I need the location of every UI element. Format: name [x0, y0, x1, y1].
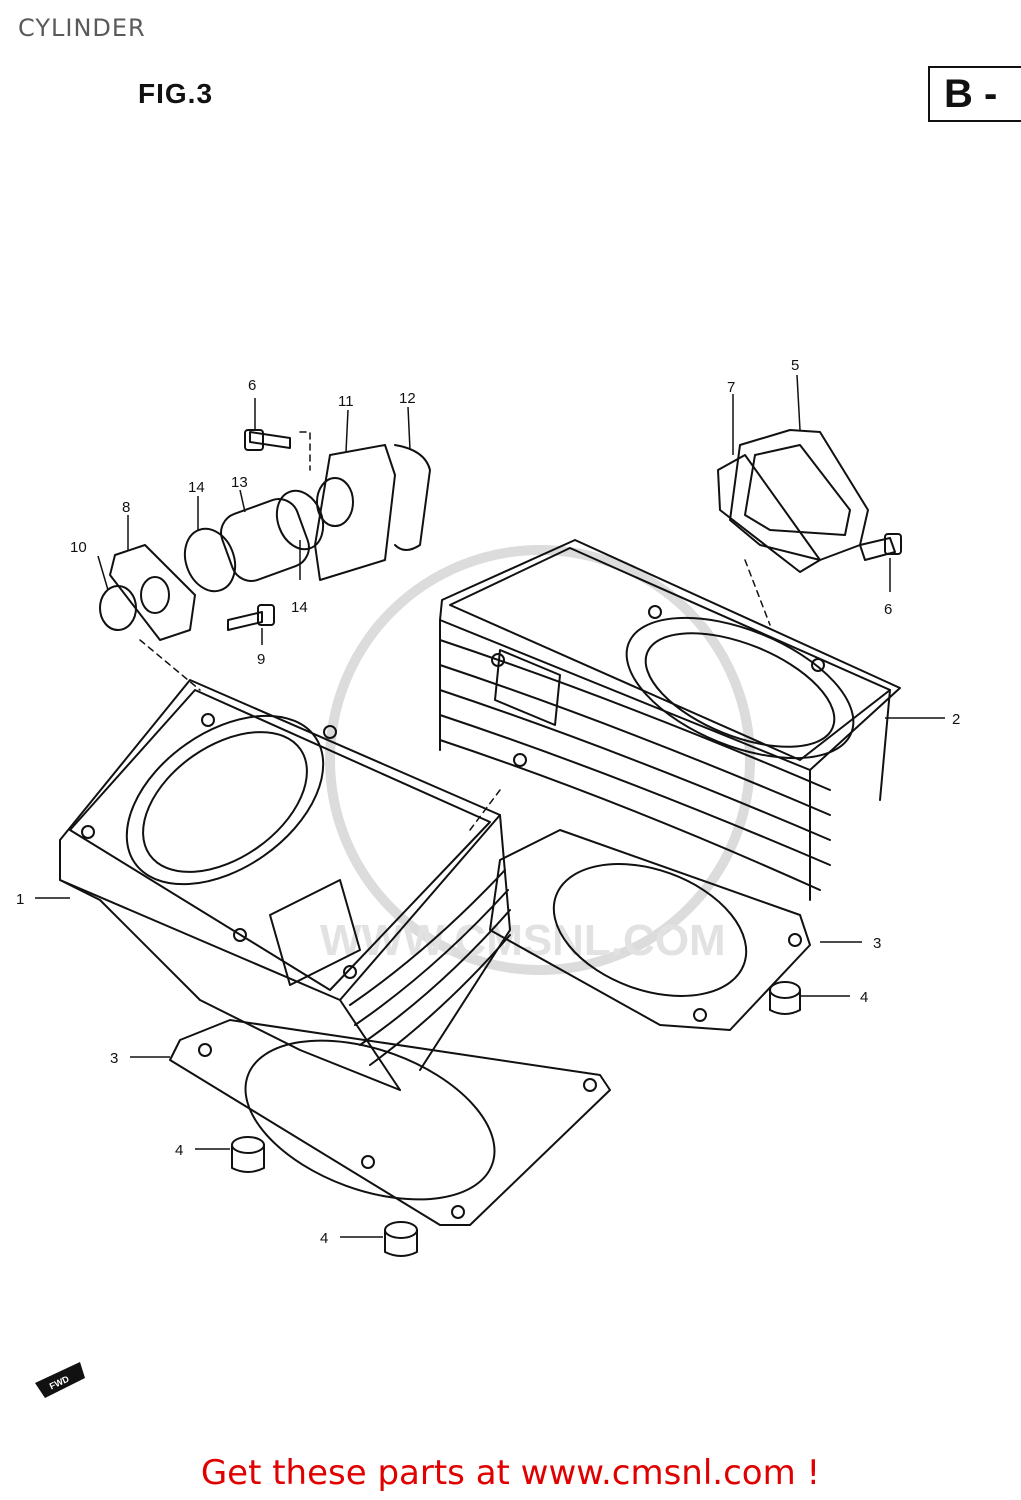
page-title: CYLINDER — [18, 14, 146, 42]
callout-label: 14 — [188, 479, 205, 496]
callout-label: 13 — [231, 474, 248, 491]
callout-label: 5 — [791, 357, 799, 374]
callout-leaders — [35, 374, 945, 1238]
section-badge: B - — [928, 66, 1021, 122]
callout-label: 11 — [338, 393, 354, 410]
assembly-lines — [139, 431, 771, 831]
callout-label: 4 — [860, 989, 868, 1006]
front-base-gasket — [169, 1019, 611, 1226]
callout-label: 12 — [399, 390, 416, 407]
fwd-arrow-icon: FWD — [35, 1362, 85, 1398]
section-badge-text: B - — [944, 72, 998, 116]
footer-link[interactable]: Get these parts at www.cmsnl.com ! — [200, 1453, 821, 1493]
callout-label: 4 — [175, 1142, 183, 1159]
callout-label: 4 — [320, 1230, 328, 1247]
callout-label: 9 — [257, 651, 265, 668]
callout-label: 1 — [16, 891, 24, 908]
exploded-parts-diagram: WWW.CMSNL.COM — [16, 357, 960, 1398]
callout-label: 6 — [248, 377, 256, 394]
rear-cylinder — [439, 539, 901, 901]
callout-label: 3 — [873, 935, 881, 952]
figure-label: FIG.3 — [138, 78, 214, 109]
callout-label: 14 — [291, 599, 308, 616]
callout-labels: 1 2 3 3 4 4 4 5 6 6 7 8 9 10 11 12 13 14… — [16, 357, 960, 1247]
callout-label: 3 — [110, 1050, 118, 1067]
watermark: WWW.CMSNL.COM — [320, 545, 755, 975]
callout-label: 8 — [122, 499, 130, 516]
callout-label: 6 — [884, 601, 892, 618]
dowel-pins — [231, 981, 801, 1257]
callout-label: 10 — [70, 539, 87, 556]
intake-assembly — [99, 429, 431, 641]
cover-assembly — [717, 429, 902, 573]
callout-label: 2 — [952, 711, 960, 728]
watermark-text: WWW.CMSNL.COM — [320, 916, 726, 965]
callout-label: 7 — [727, 379, 735, 396]
